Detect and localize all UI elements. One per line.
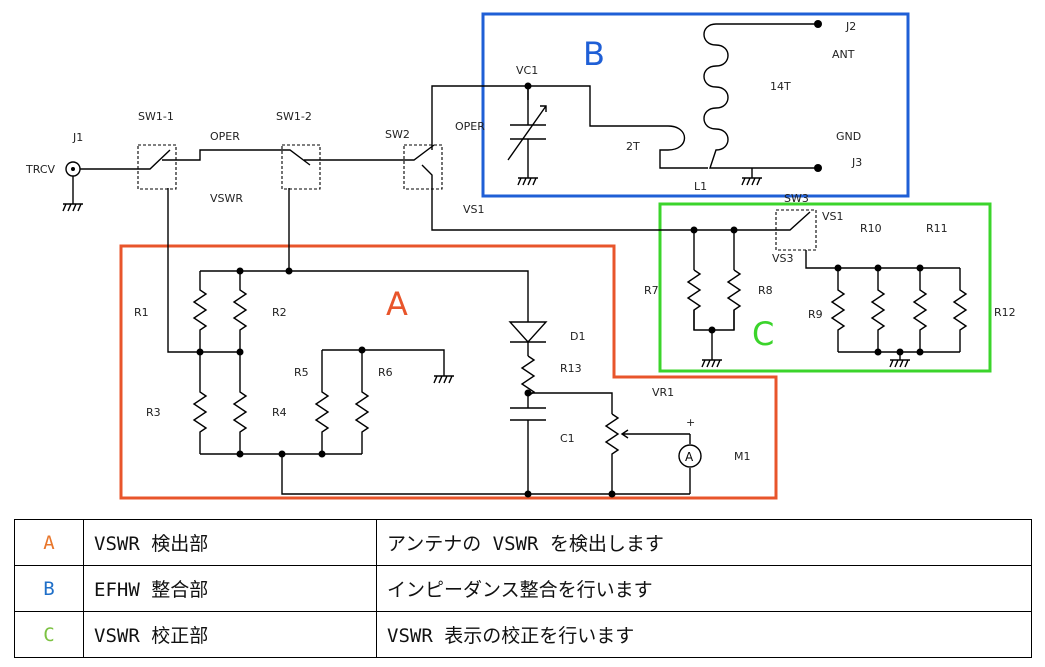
region-b-outline [481, 12, 910, 198]
r2-label: R2 [272, 306, 287, 319]
legend-row-a: A VSWR 検出部 アンテナの VSWR を検出します [14, 519, 1032, 566]
sw1-2-label: SW1-2 [276, 110, 312, 123]
region-a-outline [119, 244, 778, 500]
r12-resistor [952, 268, 968, 352]
d1-label: D1 [570, 330, 585, 343]
c1-capacitor [510, 407, 546, 494]
r13-label: R13 [560, 362, 582, 375]
oper-label-1: OPER [210, 130, 240, 143]
sw1-1-switch [137, 144, 177, 190]
region-b-label: B [583, 35, 605, 73]
l1-coil-14t [703, 23, 818, 169]
r11-resistor [912, 268, 928, 352]
r6-label: R6 [378, 366, 393, 379]
r7-resistor [686, 269, 702, 330]
r5-label: R5 [294, 366, 309, 379]
ant-label: ANT [832, 48, 855, 61]
vr1-variable-resistor [604, 413, 690, 494]
legend-name-b: EFHW 整合部 [83, 565, 377, 612]
r10-label: R10 [860, 222, 882, 235]
legend-name-c: VSWR 校正部 [83, 611, 377, 658]
ground-symbol [889, 359, 910, 368]
vc1-capacitor [507, 86, 547, 178]
ground-symbol [741, 168, 762, 186]
region-c-outline [658, 202, 992, 373]
circuit-schematic: A B C J1 TRCV SW1-1 SW1-2 OPER VSWR SW2 … [25, 12, 1016, 500]
legend-key-a: A [14, 519, 84, 566]
vc1-label: VC1 [516, 64, 538, 77]
legend-desc-a: アンテナの VSWR を検出します [376, 519, 1032, 566]
r2-resistor [232, 271, 248, 352]
r8-resistor [726, 269, 742, 330]
r12-label: R12 [994, 306, 1016, 319]
l1-label: L1 [694, 180, 707, 193]
ground-symbol [517, 177, 538, 186]
j3-label: J3 [851, 156, 862, 169]
r1-resistor [192, 271, 208, 352]
r6-resistor [354, 350, 370, 454]
ground-symbol [701, 359, 722, 368]
sw3-switch [775, 209, 838, 269]
ground-symbol [433, 375, 454, 384]
vr1-label: VR1 [652, 386, 674, 399]
r10-resistor [870, 268, 886, 352]
legend-row-c: C VSWR 校正部 VSWR 表示の校正を行います [14, 611, 1032, 658]
plus-label: + [686, 416, 695, 429]
vs3-label: VS3 [772, 252, 794, 265]
region-a-label: A [386, 285, 408, 323]
r4-label: R4 [272, 406, 287, 419]
legend-name-a: VSWR 検出部 [83, 519, 377, 566]
l1-coil-2t [659, 125, 708, 169]
j2-label: J2 [845, 20, 856, 33]
legend-row-b: B EFHW 整合部 インピーダンス整合を行います [14, 565, 1032, 612]
r3-resistor [192, 352, 208, 454]
legend-key-b: B [14, 565, 84, 612]
meter-letter: A [685, 450, 694, 464]
d1-diode [508, 321, 548, 356]
r5-resistor [314, 350, 330, 454]
j1-label: J1 [72, 131, 83, 144]
legend-key-c: C [14, 611, 84, 658]
sw3-label: SW3 [784, 192, 809, 205]
legend-desc-b: インピーダンス整合を行います [376, 565, 1032, 612]
sw1-2-switch [281, 144, 321, 190]
sw1-1-label: SW1-1 [138, 110, 174, 123]
c1-label: C1 [560, 432, 575, 445]
m1-ammeter: A [678, 434, 702, 494]
trcv-label: TRCV [25, 163, 55, 176]
region-c-label: C [752, 315, 774, 353]
r7-label: R7 [644, 284, 659, 297]
r9-label: R9 [808, 308, 823, 321]
r9-resistor [830, 268, 846, 352]
r3-label: R3 [146, 406, 161, 419]
vs1-label-a: VS1 [463, 203, 485, 216]
vswr-label: VSWR [210, 192, 243, 205]
legend-table: A VSWR 検出部 アンテナの VSWR を検出します B EFHW 整合部 … [14, 519, 1032, 658]
r1-label: R1 [134, 306, 149, 319]
legend-desc-c: VSWR 表示の校正を行います [376, 611, 1032, 658]
j1-connector [65, 161, 81, 204]
gnd-label: GND [836, 130, 861, 143]
r4-resistor [232, 352, 248, 454]
r13-resistor [520, 355, 536, 408]
sw2-switch [403, 144, 443, 190]
r8-label: R8 [758, 284, 773, 297]
vs1-label-b: VS1 [822, 210, 844, 223]
14t-label: 14T [770, 80, 791, 93]
sw2-label: SW2 [385, 128, 410, 141]
ground-symbol [62, 203, 83, 212]
oper-label-2: OPER [455, 120, 485, 133]
r11-label: R11 [926, 222, 948, 235]
2t-label: 2T [626, 140, 640, 153]
m1-label: M1 [734, 450, 751, 463]
